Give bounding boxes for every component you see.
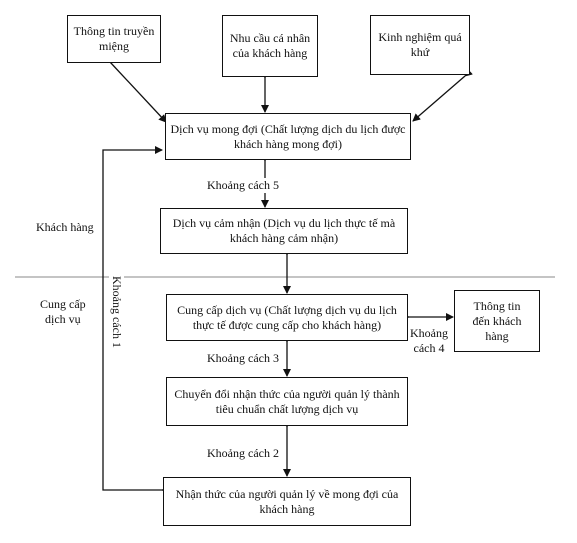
- label-provider-side: Cung cấp dịch vụ: [40, 297, 86, 327]
- box-line: miệng: [99, 39, 129, 53]
- box-line: Cung cấp dịch vụ (Chất lượng dịch vụ du …: [177, 302, 397, 317]
- label-customer-side: Khách hàng: [36, 220, 94, 234]
- label-gap-3: Khoảng cách 3: [207, 351, 279, 366]
- box-line: khách hàng mong đợi): [233, 136, 342, 151]
- label-line: dịch vụ: [44, 312, 81, 326]
- box-line: Dịch vụ mong đợi (Chất lượng dịch du lịc…: [170, 121, 406, 136]
- label-gap-2: Khoảng cách 2: [207, 446, 279, 461]
- box-line: của khách hàng: [232, 46, 308, 60]
- label-gap-1: Khoảng cách 1: [109, 276, 124, 348]
- box-perceived-service: Dịch vụ cảm nhận (Dịch vụ du lịch thực t…: [160, 208, 408, 254]
- arrow-past-experience: [412, 68, 473, 122]
- arrow-word-of-mouth: [109, 61, 167, 123]
- box-line: Chuyển đổi nhận thức của người quản lý t…: [174, 386, 400, 401]
- box-translation-specifications: Chuyển đổi nhận thức của người quản lý t…: [166, 377, 408, 426]
- box-line: Nhu cầu cá nhân: [229, 31, 311, 45]
- box-line: Thông tin truyền: [73, 24, 155, 38]
- box-line: Thông tin: [473, 298, 521, 313]
- box-expected-service: Dịch vụ mong đợi (Chất lượng dịch du lịc…: [165, 113, 411, 160]
- box-line: tiêu chuẩn chất lượng dịch vụ: [215, 401, 359, 416]
- box-line: hàng: [485, 328, 509, 343]
- box-line: khứ: [410, 45, 430, 59]
- box-line: khách hàng cảm nhận): [229, 231, 339, 245]
- label-line: Khoảng: [410, 326, 448, 340]
- box-line: đến khách: [472, 313, 522, 328]
- box-service-delivery: Cung cấp dịch vụ (Chất lượng dịch vụ du …: [166, 294, 408, 341]
- arrow-gap-1: [102, 146, 169, 494]
- box-line: Nhận thức của người quản lý về mong đợi …: [175, 486, 399, 501]
- box-line: khách hàng: [259, 501, 315, 516]
- box-management-perception: Nhận thức của người quản lý về mong đợi …: [163, 477, 411, 526]
- box-line: Kinh nghiệm quá: [378, 30, 462, 44]
- label-gap-5: Khoảng cách 5: [207, 178, 279, 193]
- label-line: Cung cấp: [40, 297, 86, 311]
- label-line: cách 4: [413, 341, 445, 355]
- label-gap-4: Khoảng cách 4: [410, 326, 448, 356]
- box-line: Dịch vụ cảm nhận (Dịch vụ du lịch thực t…: [172, 216, 396, 230]
- box-line: thực tế được cung cấp cho khách hàng): [192, 317, 382, 332]
